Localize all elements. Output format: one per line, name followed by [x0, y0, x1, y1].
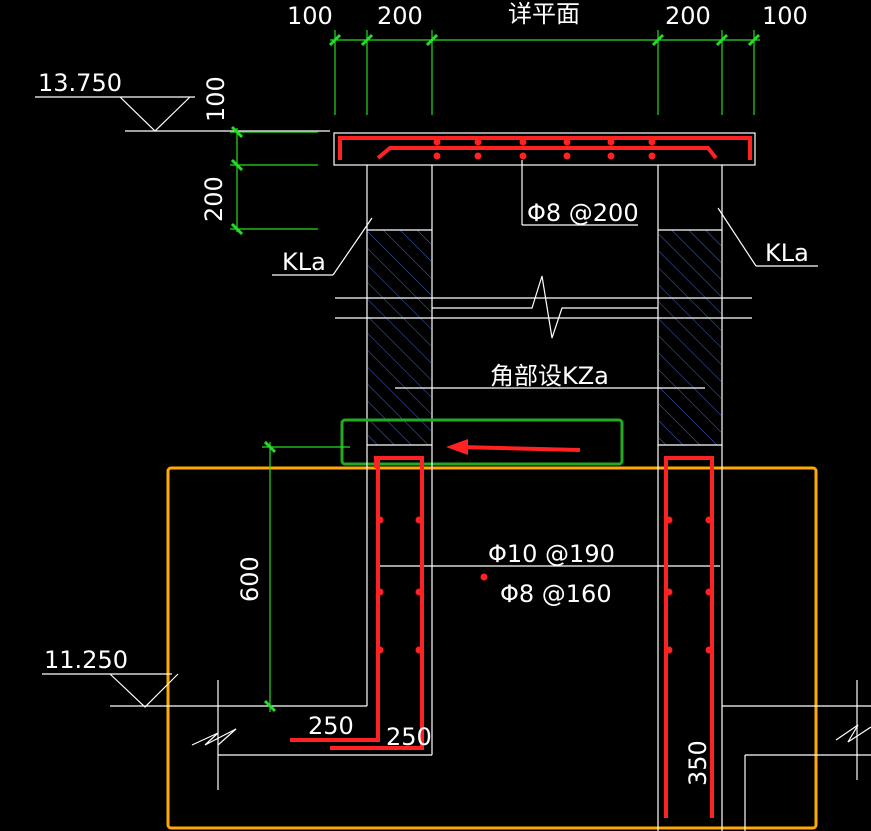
beam-leader-left — [272, 217, 373, 276]
slab-rebar-label: Φ8 @200 — [527, 199, 639, 227]
elevation-top-label: 13.750 — [38, 69, 122, 97]
beam-leader-right — [717, 207, 818, 267]
dimension-600 — [262, 440, 350, 713]
lower-wall-outline — [110, 445, 871, 831]
wall-rebar-right — [664, 456, 714, 818]
wall-rebar-left — [290, 456, 424, 750]
elevation-marker-bottom — [42, 673, 179, 708]
rebar-label-b: Φ8 @160 — [500, 580, 612, 608]
rebar-label-a: Φ10 @190 — [488, 540, 615, 568]
elevation-marker-top — [35, 96, 330, 132]
slab-rebar — [338, 136, 752, 160]
hatched-wall-right — [659, 230, 721, 445]
dim-250-a: 250 — [308, 712, 354, 740]
top-dim-100-right: 100 — [762, 2, 808, 30]
slab-rebar-leader — [521, 160, 638, 226]
region-box — [166, 466, 818, 830]
beam-label-left: KLa — [282, 248, 326, 276]
top-dim-plan-note: 详平面 — [508, 0, 580, 28]
corner-note: 角部设KZa — [490, 362, 609, 390]
top-dimension-line — [328, 30, 761, 115]
slab-outline — [333, 132, 756, 445]
elevation-bottom-label: 11.250 — [44, 646, 128, 674]
top-dim-100-left: 100 — [287, 2, 333, 30]
highlight-box — [340, 418, 624, 466]
break-line — [335, 275, 752, 339]
top-dim-200-left: 200 — [377, 2, 423, 30]
rebar-dot — [480, 573, 488, 581]
wall-edges — [367, 229, 722, 446]
dim-350: 350 — [684, 740, 712, 786]
left-dim-100: 100 — [202, 76, 230, 122]
left-dimension-line — [230, 125, 318, 236]
hatched-wall-left — [368, 230, 431, 445]
arrow-icon — [446, 439, 581, 455]
top-dim-200-right: 200 — [665, 2, 711, 30]
beam-label-right: KLa — [765, 239, 809, 267]
dim-250-b: 250 — [386, 723, 432, 751]
dim-600-label: 600 — [236, 556, 264, 602]
left-dim-200: 200 — [200, 176, 228, 222]
